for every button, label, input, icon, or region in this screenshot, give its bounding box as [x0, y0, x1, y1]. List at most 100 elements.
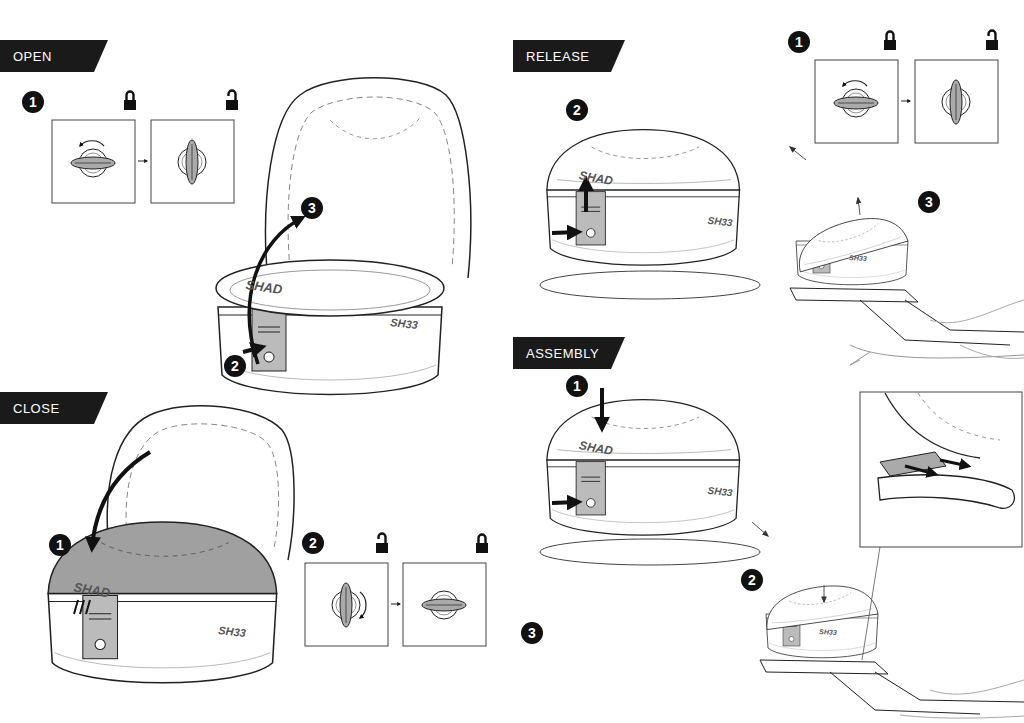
- close-lock-panels-part: [305, 563, 388, 646]
- callout-fill: [788, 31, 810, 53]
- section-tag: ASSEMBLY: [513, 337, 625, 369]
- callout-number: 1: [22, 91, 44, 113]
- release-lock-panels-part: [834, 89, 878, 117]
- detail-inset-part: [918, 393, 1000, 440]
- callout-digit: 1: [795, 35, 803, 49]
- callout-number: 2: [224, 355, 246, 377]
- callout-fill: [741, 569, 763, 591]
- detail-inset-part: [940, 460, 968, 466]
- callout-fill: [22, 91, 44, 113]
- callout-digit: 2: [309, 536, 317, 550]
- node-content: 3: [301, 197, 323, 219]
- tag-fill: [0, 40, 108, 72]
- open-lock-panels-part: [124, 92, 136, 111]
- close-lock-panels-part: [332, 583, 360, 627]
- tag-fill: [513, 337, 625, 369]
- section-title: OPEN: [13, 49, 52, 64]
- callout-fill: [918, 191, 940, 213]
- section-title: CLOSE: [13, 401, 60, 416]
- callout-fill: [301, 197, 323, 219]
- release-lock-panels-part: [915, 60, 998, 143]
- release-case-on-rack-part: [930, 300, 1024, 358]
- open-lock-panels-part: [71, 149, 115, 177]
- close-lock-panels-part: [403, 563, 486, 646]
- node-content: 3: [918, 191, 940, 213]
- assembly-case-on-rack-part: [862, 547, 880, 660]
- node-content: 1: [22, 91, 44, 113]
- node-content: OPEN: [0, 40, 108, 72]
- callout-digit: 2: [748, 573, 756, 587]
- open-case-part: [288, 97, 454, 270]
- release-lock-panels-part: [815, 60, 898, 143]
- release-case-part: [584, 180, 588, 212]
- release-case-part: [790, 147, 806, 160]
- open-lock-panels: [52, 91, 238, 204]
- close-lock-panels-part: [376, 534, 388, 554]
- node-content: 2: [224, 355, 246, 377]
- node-content: ASSEMBLY: [513, 337, 625, 369]
- close-lock-panels-part: [391, 604, 400, 605]
- close-lock-panels: [305, 534, 488, 647]
- node-content: RELEASE: [513, 40, 625, 72]
- close-lock-panels-part: [360, 592, 366, 618]
- assembly-case-on-rack-part: [900, 680, 1024, 718]
- node-content: 3: [521, 622, 543, 644]
- release-lock-panels-part: [901, 101, 910, 102]
- section-tag: OPEN: [0, 40, 108, 72]
- callout-number: 2: [741, 569, 763, 591]
- assembly-case-on-rack-part: [760, 660, 888, 674]
- open-lock-panels-part: [80, 141, 104, 146]
- open-lock-panels-part: [178, 140, 206, 184]
- callout-fill: [566, 375, 588, 397]
- release-lock-panels-part: [843, 81, 867, 86]
- open-case-part: [218, 307, 442, 395]
- callout-digit: 2: [231, 359, 239, 373]
- callout-digit: 3: [308, 201, 316, 215]
- section-title: ASSEMBLY: [526, 346, 599, 361]
- detail-inset-part: [880, 452, 946, 476]
- close-case-part: [48, 522, 276, 683]
- callout-number: 1: [49, 534, 71, 556]
- open-case: [216, 78, 471, 395]
- open-lock-panels-part: [226, 91, 238, 111]
- node-content: 2: [302, 532, 324, 554]
- callout-number: 1: [788, 31, 810, 53]
- open-case-part: [243, 347, 262, 352]
- assembly-case-part: [752, 522, 768, 536]
- release-lock-panels-part: [884, 32, 896, 51]
- release-lock-panels: [815, 31, 998, 144]
- release-case-on-rack: [790, 198, 1024, 365]
- close-case-part: [74, 600, 90, 614]
- release-lock-panels-part: [986, 31, 998, 51]
- release-case-on-rack-part: [791, 207, 908, 272]
- callout-digit: 3: [925, 195, 933, 209]
- callout-digit: 1: [29, 95, 37, 109]
- callout-fill: [49, 534, 71, 556]
- tag-fill: [513, 40, 625, 72]
- callout-number: 3: [521, 622, 543, 644]
- node-content: 1: [788, 31, 810, 53]
- node-content: CLOSE: [0, 392, 108, 424]
- assembly-case-on-rack: [760, 547, 1024, 718]
- assembly-case-part: [547, 400, 740, 535]
- callout-digit: 2: [573, 103, 581, 117]
- callout-number: 2: [566, 99, 588, 121]
- detail-inset-part: [878, 475, 1014, 508]
- callout-number: 3: [301, 197, 323, 219]
- case-logo: SH33: [849, 254, 867, 262]
- section-tag: RELEASE: [513, 40, 625, 72]
- release-case-on-rack-part: [850, 345, 1024, 365]
- callout-digit: 1: [573, 379, 581, 393]
- detail-inset: [860, 392, 1022, 547]
- assembly-case-part: [600, 388, 604, 428]
- close-lock-panels-part: [422, 591, 466, 619]
- callout-number: 2: [302, 532, 324, 554]
- callout-number: 1: [566, 375, 588, 397]
- callout-fill: [224, 355, 246, 377]
- callout-digit: 1: [56, 538, 64, 552]
- release-case-on-rack-part: [858, 198, 860, 215]
- close-case-part-part: [48, 593, 276, 682]
- section-title: RELEASE: [526, 49, 589, 64]
